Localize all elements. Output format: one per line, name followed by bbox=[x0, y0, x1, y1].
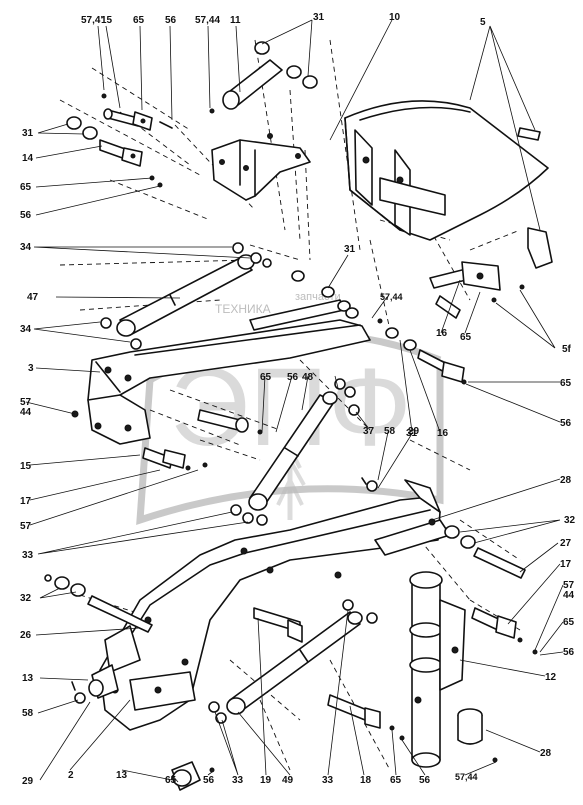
pin-14-assembly bbox=[66, 116, 163, 188]
callout-2: 2 bbox=[68, 770, 74, 781]
callout-57-44-e: 57 44 bbox=[563, 580, 577, 601]
callout-65-d: 65 bbox=[260, 372, 272, 383]
callout-5: 5 bbox=[480, 17, 486, 28]
leader-lines bbox=[25, 19, 564, 783]
callout-13-b: 13 bbox=[116, 770, 128, 781]
callout-57-44-c: 57,44 bbox=[380, 292, 403, 302]
callout-56-f: 56 bbox=[203, 775, 215, 786]
callout-57-44-e-line1: 57 bbox=[563, 580, 575, 591]
callout-32-a: 32 bbox=[564, 515, 576, 526]
callout-58-b: 58 bbox=[22, 708, 34, 719]
watermark-line1: ТЕХНИКА bbox=[215, 302, 271, 316]
callout-11: 11 bbox=[230, 15, 241, 26]
callout-labels: 57,4" 15 65 56 57,44 11 31 10 5 31 14 65… bbox=[20, 12, 577, 787]
callout-49: 49 bbox=[282, 775, 294, 786]
callout-32-b: 32 bbox=[20, 593, 32, 604]
pin-11-assembly bbox=[209, 41, 318, 114]
callout-47: 47 bbox=[27, 292, 39, 303]
callout-57-44-d: 57 44 bbox=[20, 397, 34, 418]
boom-2 bbox=[99, 479, 451, 731]
callout-17-a: 17 bbox=[20, 496, 32, 507]
pin-26-assembly bbox=[44, 574, 153, 633]
callout-14: 14 bbox=[22, 153, 34, 164]
pin-17-assembly bbox=[142, 409, 263, 471]
callout-16-a: 16 bbox=[436, 328, 448, 339]
callout-28-a: 28 bbox=[560, 475, 572, 486]
callout-17-b: 17 bbox=[560, 559, 572, 570]
callout-15-b: 15 bbox=[20, 461, 32, 472]
callout-57-44-e-line2: 44 bbox=[563, 590, 575, 601]
callout-65-h: 65 bbox=[390, 775, 402, 786]
callout-31-b: 31 bbox=[22, 128, 34, 139]
callout-48: 48 bbox=[302, 372, 314, 383]
pin-16-assembly bbox=[377, 261, 525, 385]
callout-31-d: 31 bbox=[406, 428, 418, 439]
pin-15-assembly bbox=[101, 93, 173, 131]
callout-57-44-b: 57,44 bbox=[195, 15, 220, 26]
callout-56-e: 56 bbox=[563, 647, 575, 658]
callout-57-44-d-line1: 57 bbox=[20, 397, 32, 408]
callout-57-44-a: 57,4" bbox=[81, 15, 105, 26]
callout-65-e: 65 bbox=[560, 378, 572, 389]
link-rods bbox=[249, 270, 359, 331]
callout-56-a: 56 bbox=[165, 15, 177, 26]
callout-26: 26 bbox=[20, 630, 32, 641]
callout-65-f: 65 bbox=[563, 617, 575, 628]
callout-56-b: 56 bbox=[20, 210, 32, 221]
callout-5f: 5f bbox=[562, 344, 572, 355]
callout-65-c: 65 bbox=[460, 332, 472, 343]
callout-56-g: 56 bbox=[419, 775, 431, 786]
callout-58-a: 58 bbox=[384, 426, 396, 437]
callout-31-a: 31 bbox=[313, 12, 325, 23]
callout-56-d: 56 bbox=[560, 418, 572, 429]
bucket-5 bbox=[344, 100, 553, 269]
callout-56-c: 56 bbox=[287, 372, 299, 383]
bushing-28 bbox=[457, 708, 498, 763]
callout-12: 12 bbox=[545, 672, 557, 683]
callout-33-b: 33 bbox=[232, 775, 244, 786]
pin-27-assembly bbox=[444, 525, 526, 579]
callout-10: 10 bbox=[389, 12, 401, 23]
cylinder-12 bbox=[409, 571, 466, 768]
callout-29-a: 29 bbox=[408, 426, 420, 437]
callout-57-44-d-line2: 44 bbox=[20, 407, 32, 418]
callout-27: 27 bbox=[560, 538, 572, 549]
cylinder-47 bbox=[100, 242, 272, 350]
callout-29-b: 29 bbox=[22, 776, 34, 787]
callout-33-c: 33 bbox=[322, 775, 334, 786]
callout-31-c: 31 bbox=[344, 244, 356, 255]
callout-57: 57 bbox=[20, 521, 32, 532]
watermark: ТЕХНИКА запчасти ЭПФ bbox=[136, 291, 444, 525]
callout-13-a: 13 bbox=[22, 673, 34, 684]
callout-3: 3 bbox=[28, 363, 34, 374]
callout-16-b: 16 bbox=[437, 428, 449, 439]
cylinder-49 bbox=[208, 599, 378, 724]
pin-17-right-assembly bbox=[471, 607, 538, 655]
callout-65-a: 65 bbox=[133, 15, 145, 26]
callout-34-a: 34 bbox=[20, 242, 32, 253]
pin-18-assembly bbox=[327, 694, 405, 741]
pin-19 bbox=[253, 607, 303, 643]
callout-28-b: 28 bbox=[540, 748, 552, 759]
callout-18: 18 bbox=[360, 775, 372, 786]
callout-33-a: 33 bbox=[22, 550, 34, 561]
callout-65-g: 65 bbox=[165, 775, 177, 786]
callout-57-44-f: 57,44 bbox=[455, 772, 478, 782]
callout-65-b: 65 bbox=[20, 182, 32, 193]
callout-15-a: 15 bbox=[101, 15, 113, 26]
callout-19: 19 bbox=[260, 775, 272, 786]
cylinder-48 bbox=[230, 378, 360, 526]
bracket-10 bbox=[211, 133, 311, 201]
callout-34-b: 34 bbox=[20, 324, 32, 335]
callout-37: 37 bbox=[363, 426, 375, 437]
